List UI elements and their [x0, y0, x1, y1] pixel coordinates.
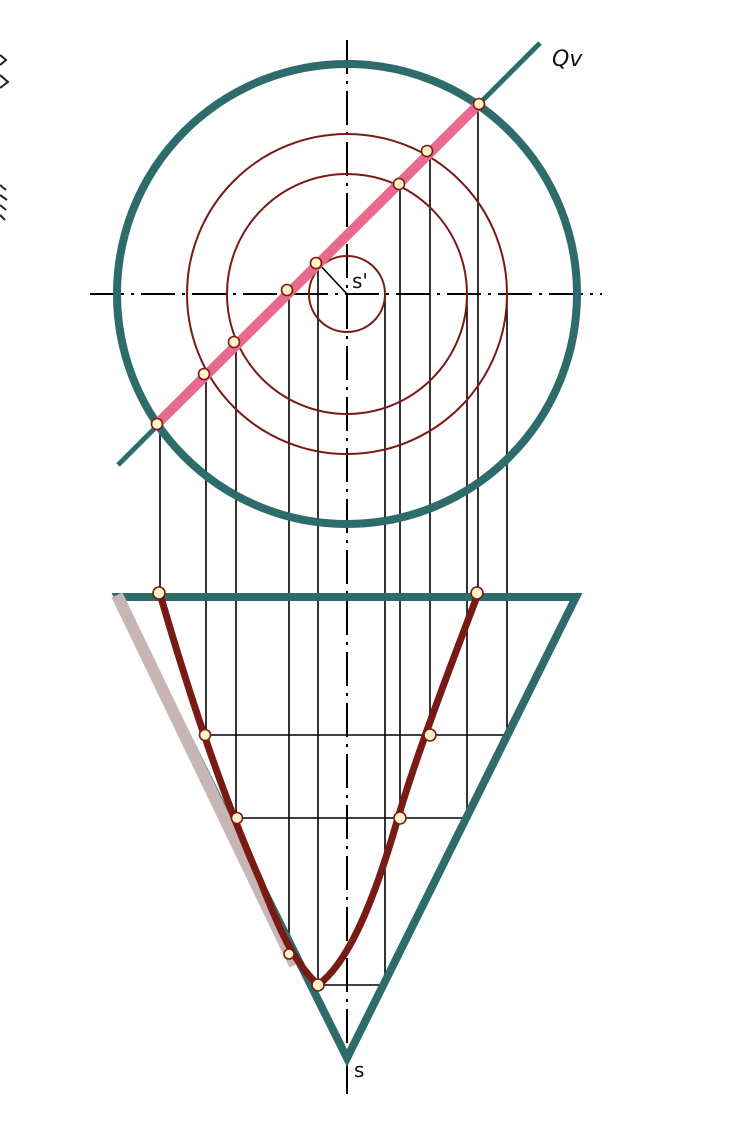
section-point [280, 283, 294, 297]
section-point [197, 367, 211, 381]
left-edge-artifact [0, 0, 20, 240]
radius-line [317, 262, 348, 295]
section-point [311, 978, 325, 992]
section-point [150, 417, 164, 431]
plane-trace-label: Qv [552, 47, 583, 72]
ghost-generatrix [111, 592, 301, 968]
apex-front-label: s [354, 1058, 364, 1082]
apex-top-label: s' [352, 269, 368, 293]
aux-circle-small [308, 255, 386, 333]
section-point [420, 144, 434, 158]
section-point [309, 256, 323, 270]
section-point [198, 728, 212, 742]
section-point [230, 811, 244, 825]
aux-circle-medium [226, 173, 468, 415]
projection-lines [159, 104, 508, 986]
section-point [423, 728, 437, 742]
centerlines [90, 40, 602, 1095]
front-view-points [152, 586, 484, 992]
top-view-points [150, 97, 486, 431]
aux-circle-large [186, 133, 508, 455]
section-point [393, 811, 407, 825]
section-point [470, 586, 484, 600]
section-point [472, 97, 486, 111]
section-point [227, 335, 241, 349]
section-point [152, 586, 166, 600]
section-point [392, 177, 406, 191]
cone-base-circle [113, 60, 581, 528]
auxiliary-circles [186, 133, 508, 455]
section-point [283, 948, 295, 960]
